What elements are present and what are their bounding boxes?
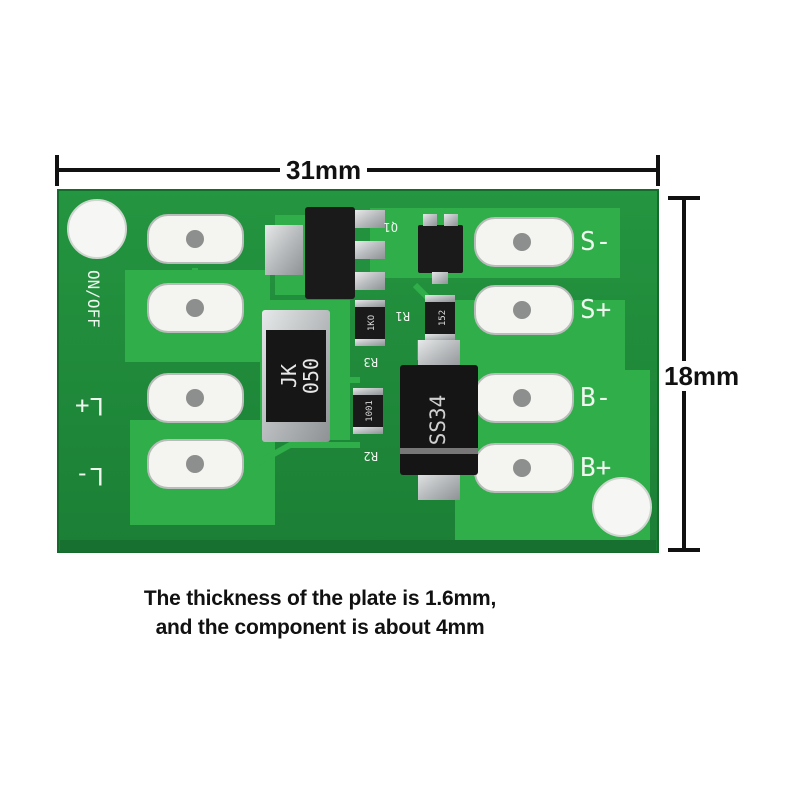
mosfet-sot223 <box>265 207 385 299</box>
caption-line-1: The thickness of the plate is 1.6mm, <box>143 587 497 610</box>
r3-code: 1KO <box>367 315 377 331</box>
fuse-label-line2: 050 <box>299 358 323 394</box>
silk-s-plus: S+ <box>580 295 611 325</box>
r2-code: 1001 <box>365 400 375 422</box>
silk-q1: Q1 <box>384 220 398 234</box>
right-pads <box>474 217 574 493</box>
diode-label: SS34 <box>426 395 450 446</box>
r1-code: 152 <box>438 310 448 326</box>
resistor-r2 <box>353 388 383 434</box>
silk-b-plus: B+ <box>580 453 611 483</box>
diode-ss34 <box>400 340 478 500</box>
caption-line-2: and the component is about 4mm <box>155 616 485 639</box>
width-label: 31mm <box>280 157 368 183</box>
height-label: 18mm <box>664 361 740 391</box>
left-pads <box>147 214 244 489</box>
fuse-label-line1: JK <box>277 364 301 388</box>
pcb-thickness-edge <box>60 540 656 552</box>
silk-r2: R2 <box>364 449 378 463</box>
silk-s-minus: S- <box>580 227 611 257</box>
mounting-hole-bottom-right <box>592 477 652 537</box>
silk-r1: R1 <box>396 309 410 323</box>
transistor-q1 <box>418 214 463 284</box>
silk-on-off: ON/OFF <box>84 270 103 328</box>
fuse-jk050 <box>262 310 330 442</box>
mounting-hole-top-left <box>67 199 127 259</box>
silk-b-minus: B- <box>580 383 611 413</box>
resistor-r1 <box>425 295 455 341</box>
silk-l-plus: L+ <box>75 392 104 420</box>
silk-l-minus: L- <box>75 462 104 490</box>
silk-r3: R3 <box>364 355 378 369</box>
resistor-r3 <box>355 300 385 346</box>
